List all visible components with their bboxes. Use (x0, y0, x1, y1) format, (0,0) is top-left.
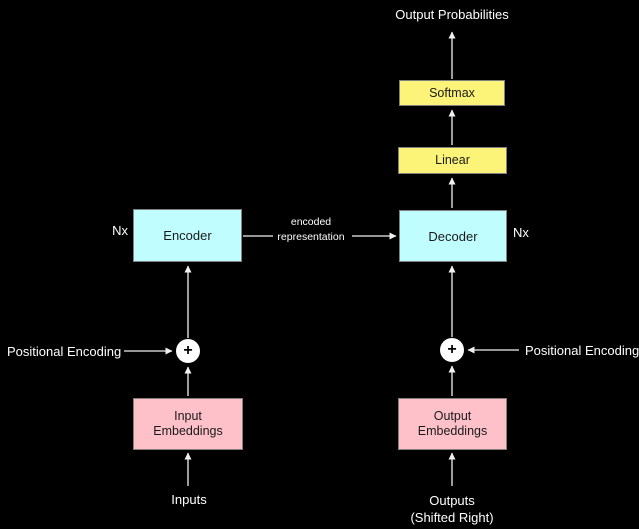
encoded-representation-line1: encoded (290, 216, 332, 228)
positional-encoding-label-left: Positional Encoding (7, 344, 122, 359)
encoder-box: Encoder (133, 209, 242, 262)
positional-encoding-label-right: Positional Encoding (525, 343, 639, 358)
output-embeddings-line2: Embeddings (417, 424, 488, 438)
output-probabilities-label: Output Probabilities (395, 7, 509, 22)
outputs-line1: Outputs (429, 493, 475, 508)
outputs-line2: (Shifted Right) (410, 510, 494, 525)
encoded-representation-line2: representation (277, 231, 345, 243)
input-embeddings-line1: Input (174, 409, 202, 423)
softmax-label: Softmax (429, 85, 475, 100)
nx-label-right: Nx (513, 225, 529, 240)
linear-label: Linear (435, 153, 470, 167)
input-embeddings-box: Input Embeddings (133, 398, 243, 450)
softmax-box: Softmax (399, 80, 505, 106)
linear-box: Linear (398, 147, 507, 174)
input-embeddings-line2: Embeddings (153, 424, 223, 438)
encoder-label: Encoder (163, 228, 212, 243)
outputs-label: Outputs (Shifted Right) (410, 492, 493, 526)
plus-icon: + (183, 342, 193, 359)
output-embeddings-line1: Output (433, 409, 472, 423)
output-embeddings-box: Output Embeddings (398, 398, 507, 450)
decoder-box: Decoder (399, 210, 507, 262)
nx-label-left: Nx (112, 223, 128, 238)
encoded-representation-label: encoded representation (277, 215, 344, 245)
plus-circle-left: + (176, 339, 200, 363)
plus-icon: + (447, 341, 457, 358)
decoder-label: Decoder (428, 228, 478, 244)
inputs-label: Inputs (171, 492, 207, 507)
plus-circle-right: + (440, 338, 464, 362)
